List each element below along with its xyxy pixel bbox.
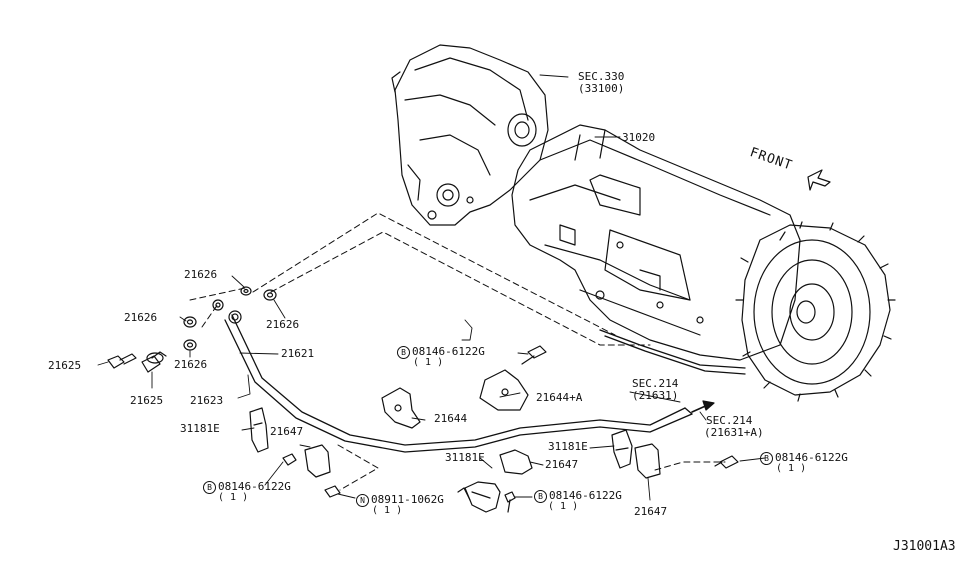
label-part-31181e-left[interactable]: 31181E	[180, 422, 220, 435]
label-part-31181e-mid[interactable]: 31181E	[445, 451, 485, 464]
bolt-marker: B	[760, 452, 773, 465]
label-part-21626-left[interactable]: 21626	[124, 311, 158, 324]
label-part-21626-lower[interactable]: 21626	[174, 358, 208, 371]
label-part-21626-right[interactable]: 21626	[266, 318, 300, 331]
bolt-top-qty: ( 1 )	[413, 357, 444, 368]
torque-converter-drawing	[735, 221, 896, 402]
label-part-21644a[interactable]: 21644+A	[536, 391, 583, 404]
dashed-reference-lines	[189, 212, 726, 491]
oil-cooler-tubes	[224, 314, 746, 453]
union-bolts	[107, 351, 167, 373]
part-number: 08146-6122G	[412, 345, 485, 358]
bolt-left-qty: ( 1 )	[218, 492, 249, 503]
label-sec330-ref: (33100)	[578, 82, 625, 95]
part-number: 08911-1062G	[371, 493, 444, 506]
part-number: 08146-6122G	[549, 489, 622, 502]
clips-and-grommets	[249, 407, 661, 513]
bracket-21644	[381, 387, 421, 429]
front-arrow	[807, 169, 831, 191]
label-sec330[interactable]: SEC.330	[578, 70, 625, 83]
transfer-case-drawing	[391, 44, 549, 226]
label-part-21626-top[interactable]: 21626	[184, 268, 218, 281]
label-part-21625-left[interactable]: 21625	[48, 359, 82, 372]
label-part-21623[interactable]: 21623	[190, 394, 224, 407]
bolt-right-qty: ( 1 )	[776, 463, 807, 474]
label-part-21647-mid[interactable]: 21647	[545, 458, 579, 471]
hose-fittings	[183, 286, 277, 351]
label-sec214-b-ref: (21631+A)	[704, 426, 764, 439]
transmission-drawing	[511, 124, 801, 361]
label-part-21644[interactable]: 21644	[434, 412, 468, 425]
label-part-21647-left[interactable]: 21647	[270, 425, 304, 438]
diagram-id: J31001A3	[893, 539, 956, 554]
label-sec214-ref: (21631)	[632, 389, 679, 402]
label-part-21647-right[interactable]: 21647	[634, 505, 668, 518]
nut-marker: N	[356, 494, 369, 507]
bolt-marker: B	[397, 346, 410, 359]
label-part-21621[interactable]: 21621	[281, 347, 315, 360]
flow-arrow[interactable]	[691, 400, 715, 413]
nut-qty: ( 1 )	[372, 505, 403, 516]
bracket-21644a	[479, 369, 529, 411]
part-number: 08146-6122G	[775, 451, 848, 464]
label-part-31020[interactable]: 31020	[622, 131, 656, 144]
part-number: 08146-6122G	[218, 480, 291, 493]
label-sec214[interactable]: SEC.214	[632, 377, 679, 390]
label-part-31181e-right[interactable]: 31181E	[548, 440, 588, 453]
leader-lines	[97, 74, 766, 501]
bolt-marker: B	[203, 481, 216, 494]
label-part-21625-lower[interactable]: 21625	[130, 394, 164, 407]
hex-bolts	[282, 345, 739, 513]
bolt-marker: B	[534, 490, 547, 503]
label-sec214-b[interactable]: SEC.214	[706, 414, 753, 427]
bolt-mid-qty: ( 1 )	[548, 501, 579, 512]
